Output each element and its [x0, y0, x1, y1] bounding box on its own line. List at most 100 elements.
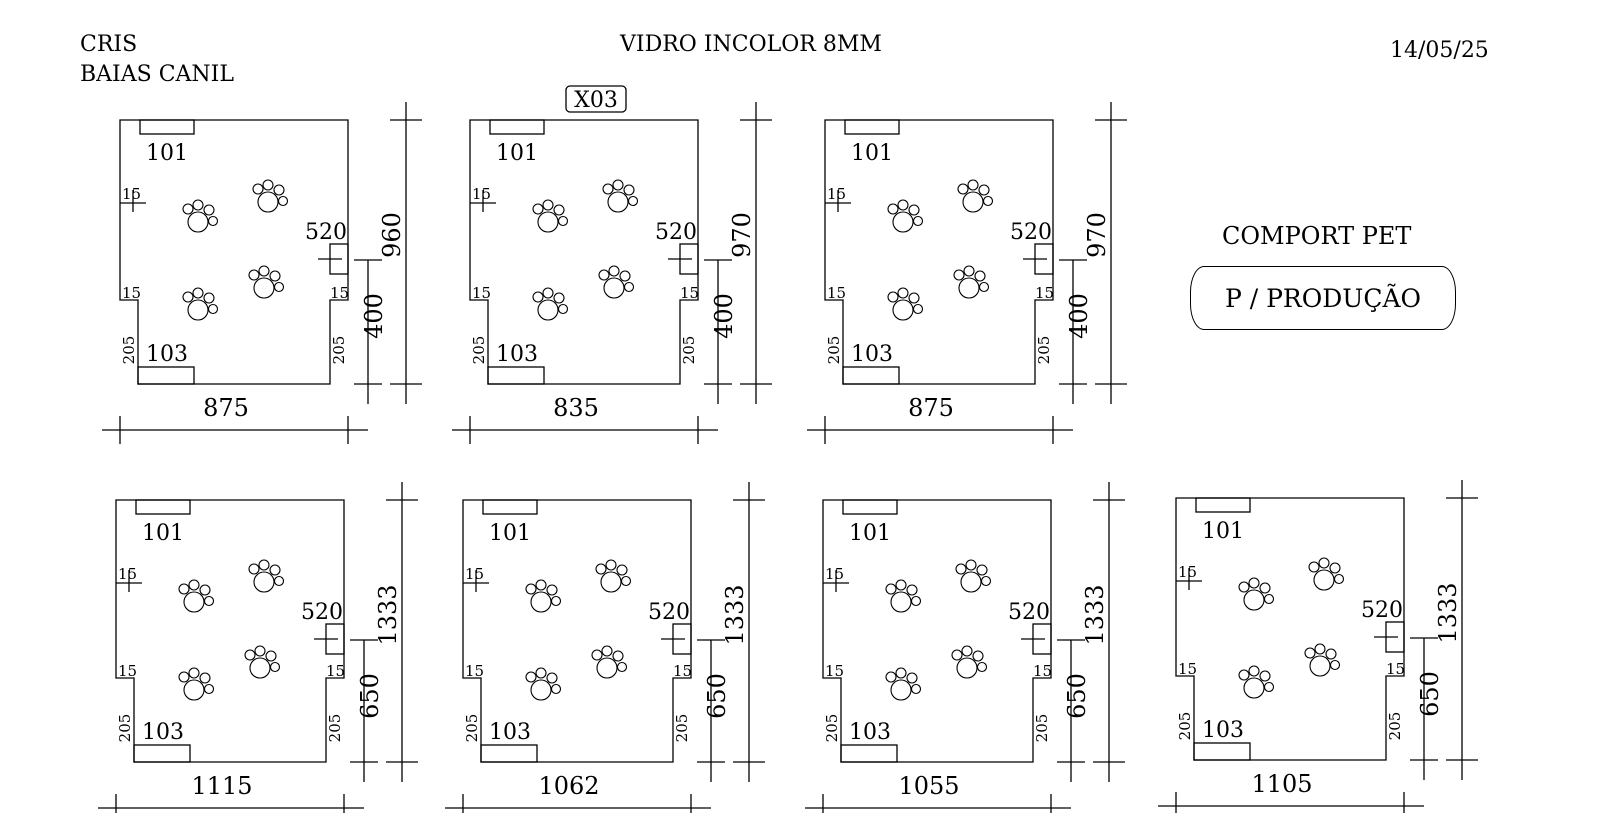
paw-pad [183, 591, 205, 613]
paw-pad [182, 291, 194, 303]
paw-pad [956, 657, 978, 679]
height-label: 1333 [721, 584, 749, 645]
paw-print-icon [957, 179, 994, 213]
paw-pad [182, 203, 194, 215]
paw-pad [885, 583, 897, 595]
paw-print-icon [887, 199, 924, 233]
paw-pad [627, 195, 639, 207]
paw-pad [203, 683, 215, 695]
paw-pad [980, 575, 992, 587]
paw-pad [1263, 593, 1275, 605]
paw-pad [258, 265, 270, 277]
bottom-cutout-label: 103 [489, 720, 531, 745]
paw-pad [897, 287, 909, 299]
paw-pad [525, 583, 537, 595]
paw-pad [1325, 648, 1337, 660]
paw-pad [537, 211, 559, 233]
panel-outline [824, 119, 1054, 385]
top-cutout-label: 101 [1202, 519, 1244, 544]
paw-pad [203, 292, 215, 304]
paw-pad [546, 672, 558, 684]
paw-pad [897, 199, 909, 211]
paw-pad [602, 183, 614, 195]
paw-pad [895, 579, 907, 591]
paw-pad [1329, 562, 1341, 574]
notch-depth-label: 15 [1035, 284, 1054, 302]
paw-pad [207, 303, 219, 315]
paw-pad [192, 199, 204, 211]
model-note: COMPORT PET [1222, 222, 1412, 250]
paw-pad [258, 559, 270, 571]
paw-pad [623, 281, 635, 293]
quantity-tag: X03 [565, 85, 627, 113]
paw-pad [257, 191, 279, 213]
paw-pad [535, 579, 547, 591]
paw-pad [273, 575, 285, 587]
notch-depth-label: 15 [673, 662, 692, 680]
paw-print-icon [591, 645, 628, 679]
side-height-label: 400 [360, 293, 388, 339]
paw-pad [1313, 569, 1335, 591]
paw-pad [542, 287, 554, 299]
notch-depth-label: 15 [1178, 660, 1197, 678]
paw-pad [976, 661, 988, 673]
paw-print-icon [951, 645, 988, 679]
paw-print-icon [1238, 665, 1275, 699]
panel-outline [822, 499, 1052, 763]
paw-pad [546, 584, 558, 596]
paw-pad [1259, 670, 1271, 682]
bottom-cutout [487, 366, 545, 385]
bottom-cutout [137, 366, 195, 385]
paw-print-icon [532, 199, 569, 233]
paw-pad [908, 292, 920, 304]
project-name: BAIAS CANIL [80, 62, 234, 87]
paw-pad [967, 179, 979, 191]
paw-print-icon [182, 199, 219, 233]
top-cutout-label: 101 [849, 521, 891, 546]
notch-depth-label: 15 [326, 662, 345, 680]
paw-pad [530, 591, 552, 613]
paw-pad [955, 563, 967, 575]
width-label: 875 [908, 394, 954, 422]
paw-pad [1318, 557, 1330, 569]
paw-pad [244, 649, 256, 661]
notch-depth-label: 15 [330, 284, 349, 302]
paw-pad [269, 564, 281, 576]
notch-width-label: 205 [330, 336, 348, 365]
paw-pad [978, 184, 990, 196]
paw-pad [972, 650, 984, 662]
paw-pad [262, 179, 274, 191]
top-cutout-label: 101 [489, 521, 531, 546]
paw-print-icon [598, 265, 635, 299]
height-label: 1333 [1081, 584, 1109, 645]
paw-pad [537, 299, 559, 321]
top-cutout-label: 101 [851, 141, 893, 166]
paw-pad [557, 303, 569, 315]
notch-width-label: 205 [1176, 712, 1194, 741]
paw-pad [958, 277, 980, 299]
notch-width-label: 205 [680, 336, 698, 365]
panel-outline [469, 119, 699, 385]
paw-pad [525, 671, 537, 683]
paw-print-icon [252, 179, 289, 213]
paw-pad [1314, 643, 1326, 655]
paw-pad [557, 215, 569, 227]
paw-pad [187, 211, 209, 233]
bottom-cutout-label: 103 [146, 342, 188, 367]
paw-pad [253, 277, 275, 299]
notch-depth-label: 15 [827, 284, 846, 302]
paw-pad [535, 667, 547, 679]
notch-depth-label: 15 [1386, 660, 1405, 678]
side-cutout-label: 520 [1010, 220, 1052, 245]
paw-print-icon [248, 265, 285, 299]
paw-pad [957, 183, 969, 195]
paw-pad [273, 281, 285, 293]
paw-pad [965, 559, 977, 571]
paw-pad [608, 265, 620, 277]
notch-width-label: 205 [116, 714, 134, 743]
paw-print-icon [887, 287, 924, 321]
